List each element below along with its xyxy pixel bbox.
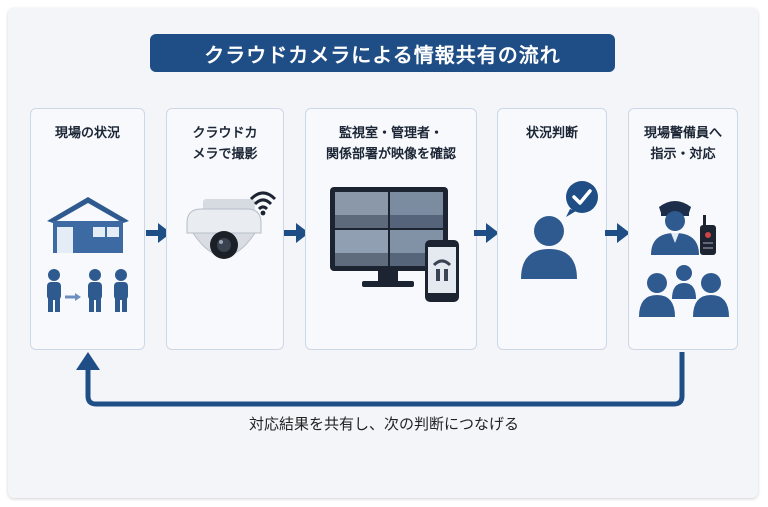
feedback-caption: 対応結果を共有し、次の判断につなげる [248, 415, 519, 433]
person-thinking-icon [521, 216, 577, 279]
flow-arrow-4 [605, 223, 630, 243]
step-card-cloud-camera: クラウドカ メラで撮影 [166, 108, 284, 350]
diagram-title: クラウドカメラによる情報共有の流れ [150, 34, 615, 72]
step-label-monitoring-room: 監視室・管理者・ 関係部署が映像を確認 [325, 126, 456, 162]
security-guard-icon [651, 201, 699, 255]
wifi-icon [249, 191, 277, 216]
group-icon [639, 265, 729, 317]
checkmark-bubble-icon [566, 181, 598, 217]
dome-camera-icon [186, 199, 262, 259]
step-card-situation-judgment: 状況判断 [497, 108, 607, 350]
step-card-monitoring-room: 監視室・管理者・ 関係部署が映像を確認 [305, 108, 477, 350]
people-icon [47, 269, 128, 312]
flow-arrow-1 [146, 223, 171, 243]
flow-arrow-3 [474, 223, 499, 243]
step-card-guard-instruction: 現場警備員へ 指示・対応 [628, 108, 738, 350]
step-card-site-status: 現場の状況 [30, 108, 145, 350]
step-label-cloud-camera: クラウドカ メラで撮影 [192, 126, 258, 162]
smartphone-icon [425, 240, 459, 302]
radio-icon [700, 215, 716, 255]
step-label-guard-instruction: 現場警備員へ 指示・対応 [643, 126, 722, 162]
flow-arrow-2 [284, 223, 309, 243]
step-label-site-status: 現場の状況 [54, 126, 120, 141]
step-label-situation-judgment: 状況判断 [525, 126, 578, 141]
house-icon [47, 197, 129, 253]
